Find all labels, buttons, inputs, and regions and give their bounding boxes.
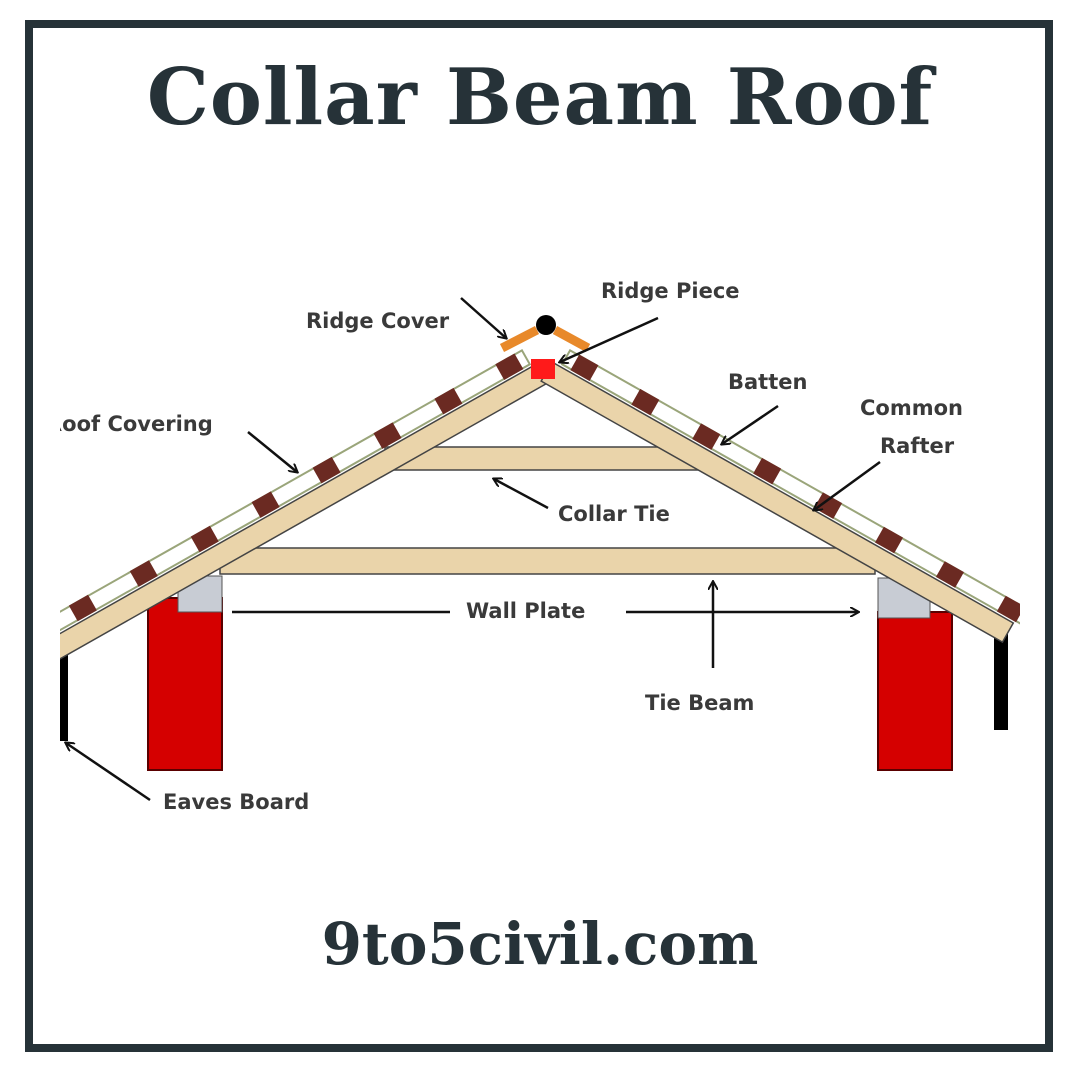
label-tie-beam: Tie Beam — [645, 691, 754, 715]
label-ridge-cover: Ridge Cover — [306, 309, 450, 333]
left-eaves-board — [60, 655, 68, 741]
collar-tie — [384, 446, 701, 471]
ridge-cover-arrow — [460, 297, 506, 338]
border-frame — [25, 20, 1053, 1052]
right-roof-slope — [540, 349, 1020, 644]
label-wall-plate: Wall Plate — [466, 599, 585, 623]
batten-arrow — [722, 404, 779, 444]
ridge-piece — [531, 359, 555, 379]
collar-tie-arrow — [494, 479, 549, 510]
left-wall — [147, 597, 223, 771]
ridge-cover-roll — [536, 315, 556, 335]
eaves-board-arrow — [66, 743, 151, 802]
ridge-cover-right — [552, 326, 591, 352]
label-batten: Batten — [728, 370, 807, 394]
label-common-rafter-line1: Common — [860, 396, 963, 420]
page-title: Collar Beam Roof — [146, 52, 934, 143]
label-roof-covering: Roof Covering — [46, 412, 213, 436]
roof-covering-arrow — [247, 431, 297, 472]
right-wall — [877, 611, 953, 771]
left-roof-slope — [60, 349, 552, 668]
label-collar-tie: Collar Tie — [558, 502, 670, 526]
label-ridge-piece: Ridge Piece — [601, 279, 740, 303]
tie-beam — [219, 547, 876, 575]
ridge-piece-arrow — [560, 316, 659, 362]
ridge-cover-left — [499, 325, 540, 353]
site-url: 9to5civil.com — [321, 910, 759, 978]
right-eaves-board — [994, 632, 1008, 730]
label-common-rafter-line2: Rafter — [880, 434, 955, 458]
common-rafter-arrow — [814, 460, 881, 510]
label-eaves-board: Eaves Board — [163, 790, 309, 814]
